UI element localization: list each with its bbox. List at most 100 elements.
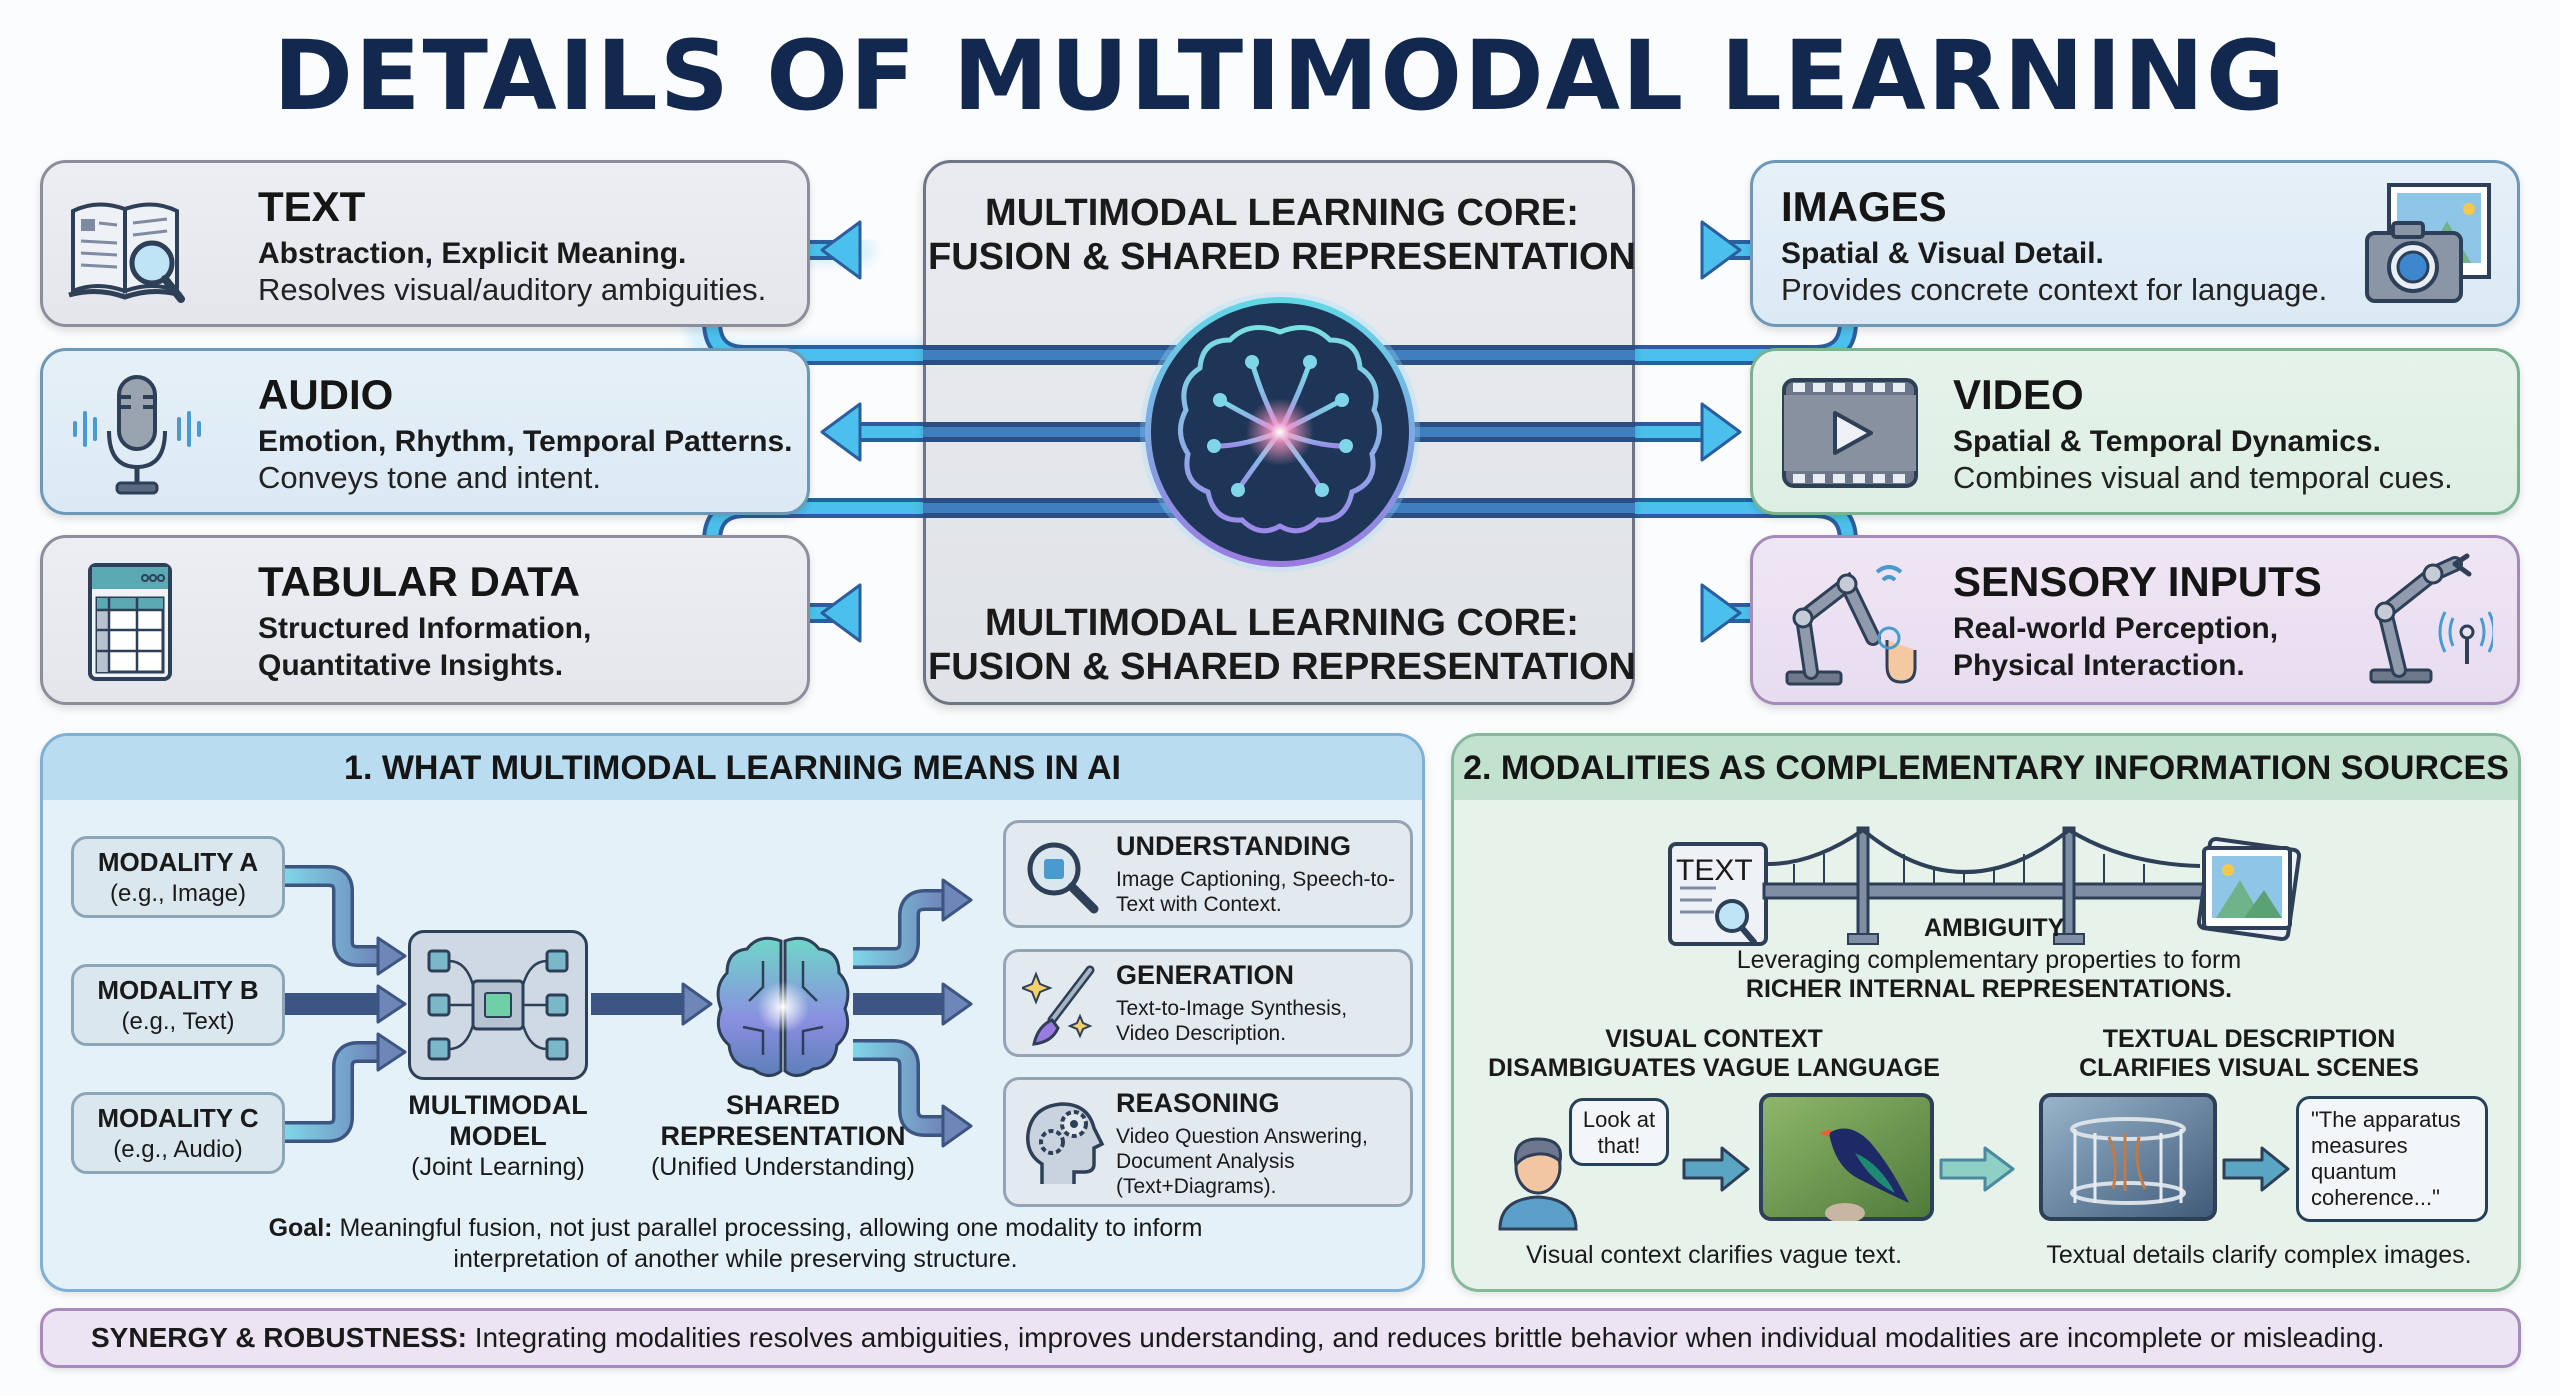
modality-a-box: MODALITY A (e.g., Image) <box>71 836 285 918</box>
section1-flow-arrows <box>285 865 973 1148</box>
modality-example: (e.g., Audio) <box>113 1136 243 1163</box>
card-subtitle: Emotion, Rhythm, Temporal Patterns. <box>258 425 793 458</box>
textual-description-heading: TEXTUAL DESCRIPTION CLARIFIES VISUAL SCE… <box>1999 1025 2499 1083</box>
video-play-icon <box>1782 378 1918 488</box>
lead-bold-text: RICHER INTERNAL REPRESENTATIONS. <box>1745 975 2233 1003</box>
modality-example: (e.g., Text) <box>121 1008 235 1035</box>
footer-label: SYNERGY & ROBUSTNESS: <box>91 1322 467 1353</box>
puzzle-magnifier-icon <box>1027 842 1099 914</box>
arrow-right-icon <box>1682 1146 1750 1192</box>
output-title: UNDERSTANDING <box>1116 831 1351 861</box>
arrow-head-audio <box>820 402 862 462</box>
modality-card-sensory: SENSORY INPUTS Real-world Perception, Ph… <box>1750 535 2520 705</box>
card-subtitle: Spatial & Temporal Dynamics. <box>1953 425 2381 458</box>
speech-bubble-quantum: "The apparatus measures quantum coherenc… <box>2296 1096 2488 1222</box>
paintbrush-sparkle-icon <box>1022 965 1095 1046</box>
bridge-illustration <box>1668 826 2302 946</box>
textual-description-caption: Textual details clarify complex images. <box>2046 1241 2472 1269</box>
modality-name: MODALITY B <box>97 975 259 1005</box>
card-title: SENSORY INPUTS <box>1953 558 2322 605</box>
head-gears-icon <box>1026 1102 1105 1184</box>
arrow-right-faded-icon <box>1939 1146 2015 1192</box>
card-subtitle-2: Quantitative Insights. <box>258 649 564 682</box>
arrow-head-images <box>1700 220 1742 280</box>
modality-card-tabular: TABULAR DATA Structured Information, Qua… <box>40 535 810 705</box>
multimodal-model-box <box>408 930 588 1080</box>
shared-line1: SHARED <box>725 1090 840 1120</box>
output-generation: GENERATION Text-to-Image Synthesis, Vide… <box>1003 949 1413 1057</box>
section-complementary-sources: 2. MODALITIES AS COMPLEMENTARY INFORMATI… <box>1451 733 2521 1292</box>
arrow-head-video <box>1700 402 1742 462</box>
section-heading: 1. WHAT MULTIMODAL LEARNING MEANS IN AI <box>43 736 1422 800</box>
modality-card-images: IMAGES Spatial & Visual Detail. Provides… <box>1750 160 2520 327</box>
card-title: TEXT <box>258 183 366 230</box>
card-subtitle: Abstraction, Explicit Meaning. <box>258 237 687 270</box>
brain-circuit-icon <box>1140 292 1420 572</box>
model-line2: MODEL <box>449 1121 547 1151</box>
modality-card-audio: AUDIO Emotion, Rhythm, Temporal Patterns… <box>40 348 810 515</box>
modality-name: MODALITY C <box>97 1103 259 1133</box>
card-title: AUDIO <box>258 371 394 418</box>
modality-c-box: MODALITY C (e.g., Audio) <box>71 1092 285 1174</box>
visual-context-caption: Visual context clarifies vague text. <box>1525 1241 1903 1269</box>
person-avatar-icon <box>1498 1137 1578 1231</box>
output-title: GENERATION <box>1116 960 1295 990</box>
output-reasoning: REASONING Video Question Answering, Docu… <box>1003 1077 1413 1207</box>
footer-text: Integrating modalities resolves ambiguit… <box>474 1322 2385 1353</box>
shared-representation-label: SHARED REPRESENTATION (Unified Understan… <box>643 1090 923 1182</box>
card-subtitle: Structured Information, <box>258 612 592 645</box>
card-title: TABULAR DATA <box>258 558 580 605</box>
output-description: Video Question Answering, Document Analy… <box>1116 1125 1368 1198</box>
card-title: VIDEO <box>1953 371 2084 418</box>
card-subtitle-2: Physical Interaction. <box>1953 649 2245 682</box>
section-what-multimodal-means: 1. WHAT MULTIMODAL LEARNING MEANS IN AI … <box>40 733 1425 1292</box>
complementary-lead: Leveraging complementary properties to f… <box>1454 946 2518 1004</box>
modality-card-video: VIDEO Spatial & Temporal Dynamics. Combi… <box>1750 348 2520 515</box>
core-line2: FUSION & SHARED REPRESENTATION <box>928 236 1636 278</box>
modality-b-box: MODALITY B (e.g., Text) <box>71 964 285 1046</box>
bridge-text-label: TEXT <box>1676 854 1753 887</box>
shared-sub: (Unified Understanding) <box>650 1153 916 1181</box>
speech-bubble-look: Look at that! <box>1569 1098 1669 1166</box>
quantum-apparatus-photo <box>2039 1093 2217 1221</box>
heading-line1: VISUAL CONTEXT <box>1605 1025 1823 1053</box>
card-subtitle: Spatial & Visual Detail. <box>1781 237 2104 270</box>
card-description: Provides concrete context for language. <box>1781 272 2328 307</box>
card-description: Resolves visual/auditory ambiguities. <box>258 272 767 307</box>
core-line1: MULTIMODAL LEARNING CORE: <box>985 192 1579 234</box>
core-title-top: MULTIMODAL LEARNING CORE: FUSION & SHARE… <box>926 191 1638 279</box>
core-line1: MULTIMODAL LEARNING CORE: <box>985 602 1579 644</box>
heading-line1: TEXTUAL DESCRIPTION <box>2102 1025 2396 1053</box>
arrow-heads <box>820 220 1742 643</box>
section-heading: 2. MODALITIES AS COMPLEMENTARY INFORMATI… <box>1454 736 2518 800</box>
book-magnifier-icon <box>68 202 185 303</box>
modality-name: MODALITY A <box>97 847 259 877</box>
synergy-footer: SYNERGY & ROBUSTNESS: Integrating modali… <box>40 1308 2521 1368</box>
lead-text: Leveraging complementary properties to f… <box>1736 946 2242 974</box>
core-line2: FUSION & SHARED REPRESENTATION <box>928 646 1636 688</box>
goal-text-2: interpretation of another while preservi… <box>453 1245 1018 1273</box>
core-bars <box>923 345 1635 518</box>
microphone-icon <box>73 375 201 495</box>
shared-brain-icon <box>716 936 850 1077</box>
arrow-head-sensory <box>1700 583 1742 643</box>
goal-statement: Goal: Meaningful fusion, not just parall… <box>43 1213 1422 1275</box>
model-sub: (Joint Learning) <box>411 1153 585 1181</box>
goal-label: Goal: <box>268 1214 333 1242</box>
page-title: DETAILS OF MULTIMODAL LEARNING <box>273 20 2287 132</box>
output-description: Text-to-Image Synthesis, Video Descripti… <box>1116 997 1348 1045</box>
goal-text: Meaningful fusion, not just parallel pro… <box>339 1214 1203 1242</box>
modality-card-text: TEXT Abstraction, Explicit Meaning. Reso… <box>40 160 810 327</box>
model-line1: MULTIMODAL <box>408 1090 588 1120</box>
modality-example: (e.g., Image) <box>109 880 247 907</box>
card-description: Conveys tone and intent. <box>258 460 601 495</box>
arrow-head-tabular <box>820 583 862 643</box>
output-understanding: UNDERSTANDING Image Captioning, Speech-t… <box>1003 820 1413 928</box>
heading-line2: DISAMBIGUATES VAGUE LANGUAGE <box>1488 1054 1940 1082</box>
robot-arm-touch-icon <box>1785 565 1917 686</box>
robot-arm-antenna-icon <box>2369 553 2493 684</box>
output-title: REASONING <box>1116 1088 1280 1118</box>
core-title-bottom: MULTIMODAL LEARNING CORE: FUSION & SHARE… <box>926 601 1638 689</box>
multimodal-model-label: MULTIMODAL MODEL (Joint Learning) <box>383 1090 613 1182</box>
heading-line2: CLARIFIES VISUAL SCENES <box>2079 1054 2419 1082</box>
